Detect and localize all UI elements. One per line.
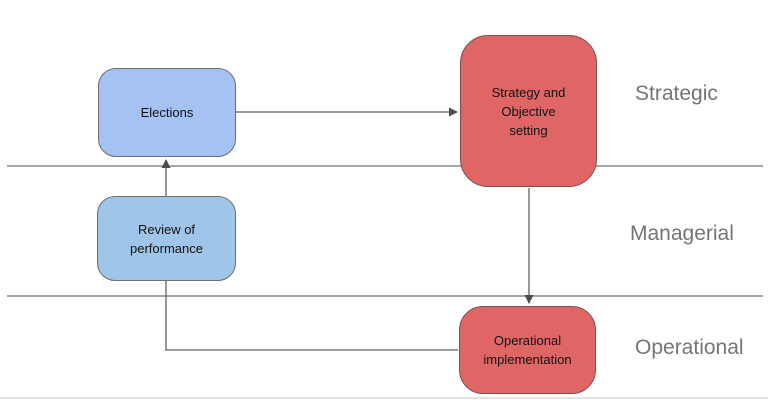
zone-label-operational: Operational <box>635 336 744 359</box>
node-operational-label: Operational implementation <box>483 333 572 367</box>
node-elections-label: Elections <box>140 105 194 120</box>
node-operational-implementation[interactable]: Operational implementation <box>459 306 596 394</box>
node-elections[interactable]: Elections <box>98 68 236 157</box>
line-operational-to-review <box>165 281 458 351</box>
zone-label-strategic: Strategic <box>635 82 718 105</box>
node-strategy-label: Strategy and Objective setting <box>491 84 566 138</box>
node-strategy-objective-setting[interactable]: Strategy and Objective setting <box>460 35 597 187</box>
node-review-label: Review of performance <box>130 221 203 256</box>
zone-label-managerial: Managerial <box>630 222 734 245</box>
node-review-of-performance[interactable]: Review of performance <box>97 196 236 281</box>
